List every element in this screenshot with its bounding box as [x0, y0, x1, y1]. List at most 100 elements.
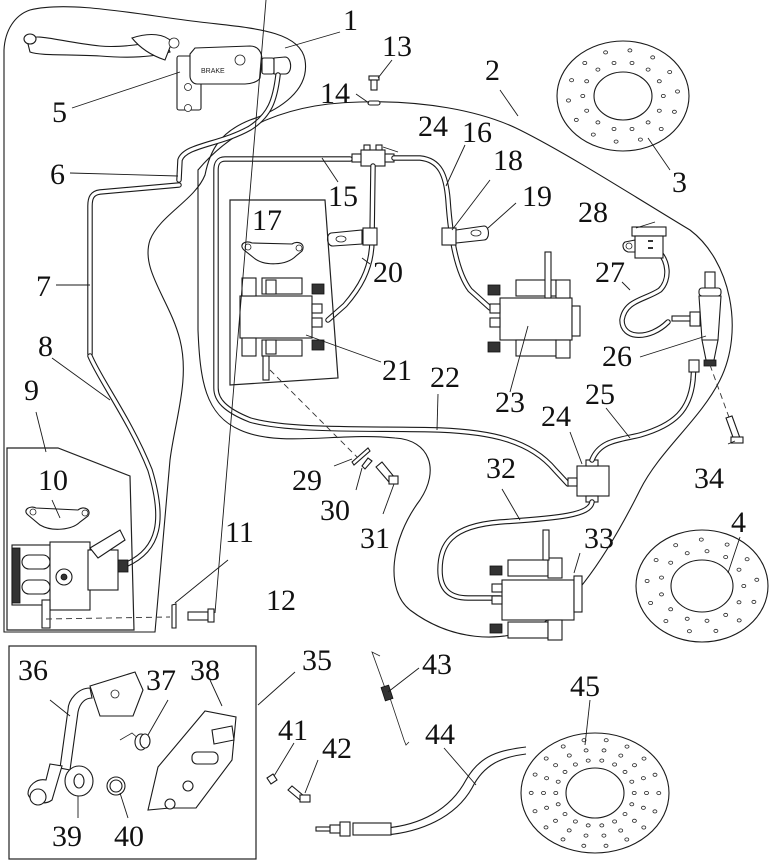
caliper-33 — [489, 529, 583, 641]
disc-perforation-hole — [648, 601, 653, 606]
disc-perforation-hole — [560, 744, 566, 749]
bracket-19 — [455, 225, 490, 244]
callout-25: 25 — [585, 378, 615, 411]
disc-perforation-hole — [723, 555, 729, 560]
junction-24-lower — [567, 459, 610, 503]
disc-perforation-hole — [644, 579, 650, 584]
disc-perforation-hole — [543, 756, 549, 761]
callout-10: 10 — [38, 464, 68, 497]
disc-perforation-hole — [653, 558, 659, 563]
brake-pad-17 — [241, 241, 304, 265]
disc-perforation-hole — [580, 94, 586, 99]
pedal-bracket-38 — [147, 710, 237, 811]
disc-perforation-hole — [629, 779, 635, 784]
disc-perforation-hole — [652, 809, 658, 814]
disc-perforation-hole — [595, 67, 601, 72]
disc-perforation-hole — [641, 805, 646, 810]
pedal-assembly-frame — [8, 645, 257, 860]
bolt-42 — [287, 785, 311, 803]
callout-4: 4 — [731, 506, 746, 539]
bracket-left — [326, 227, 378, 247]
callout-labels: 1 2 3 4 5 6 7 8 9 10 11 12 13 14 15 16 1… — [18, 4, 746, 853]
disc-perforation-hole — [641, 756, 647, 761]
callout-21: 21 — [382, 354, 412, 387]
disc-perforation-hole — [566, 98, 571, 103]
callout-14: 14 — [320, 77, 350, 110]
disc-perforation-hole — [658, 127, 664, 132]
callout-36: 36 — [18, 654, 48, 687]
disc-perforation-hole — [603, 843, 609, 848]
callout-32: 32 — [486, 452, 516, 485]
disc-perforation-hole — [573, 819, 578, 824]
disc-perforation-hole — [543, 825, 549, 830]
disc-perforation-hole — [656, 79, 662, 84]
disc-perforation-hole — [644, 791, 649, 796]
callout-34: 34 — [694, 462, 724, 495]
callout-23: 23 — [495, 386, 525, 419]
return-spring-43 — [371, 651, 410, 746]
disc-perforation-hole — [569, 78, 574, 83]
caliper-23 — [487, 251, 581, 359]
bolt-34 — [725, 415, 744, 444]
callout-15: 15 — [328, 180, 358, 213]
disc-perforation-hole — [631, 791, 637, 796]
disc-perforation-hole — [627, 48, 633, 53]
rear-caliper-frame — [229, 199, 339, 386]
disc-perforation-hole — [553, 791, 559, 796]
brake-disc-4 — [635, 529, 769, 643]
disc-perforation-hole — [629, 127, 635, 132]
front-master-cylinder: BRAKE — [23, 33, 292, 112]
brake-pad-10 — [25, 506, 90, 530]
disc-perforation-hole — [583, 748, 589, 753]
disc-perforation-hole — [584, 108, 590, 113]
disc-perforation-hole — [645, 120, 651, 125]
washer-11 — [171, 603, 177, 629]
disc-perforation-hole — [562, 812, 568, 817]
callout-16: 16 — [462, 116, 492, 149]
disc-perforation-hole — [544, 776, 549, 781]
rear-assembly-boundary — [197, 101, 733, 638]
disc-perforation-hole — [698, 537, 704, 542]
bolt-13 — [368, 75, 380, 91]
disc-perforation-hole — [638, 137, 643, 142]
disc-perforation-hole — [601, 833, 607, 838]
disc-perforation-hole — [583, 833, 589, 838]
disc-perforation-hole — [659, 575, 664, 580]
spring-37 — [119, 732, 151, 751]
front-caliper — [11, 529, 129, 629]
callout-11: 11 — [225, 516, 254, 549]
disc-perforation-hole — [618, 828, 624, 833]
callout-26: 26 — [602, 340, 632, 373]
disc-perforation-hole — [724, 542, 730, 547]
disc-perforation-hole — [668, 560, 674, 565]
disc-perforation-hole — [656, 108, 662, 113]
callout-13: 13 — [382, 30, 412, 63]
disc-perforation-hole — [704, 618, 710, 623]
callout-6: 6 — [50, 158, 65, 191]
disc-perforation-hole — [584, 79, 590, 84]
disc-perforation-hole — [603, 738, 609, 743]
parking-brake-cable-44 — [315, 746, 527, 837]
callout-12: 12 — [266, 584, 296, 617]
disc-perforation-hole — [555, 802, 561, 807]
callout-41: 41 — [278, 714, 308, 747]
disc-perforation-hole — [754, 577, 760, 582]
disc-perforation-hole — [629, 61, 635, 66]
disc-perforation-hole — [650, 55, 656, 60]
callout-17: 17 — [252, 204, 282, 237]
disc-perforation-hole — [641, 776, 646, 781]
bolt-31 — [375, 461, 399, 485]
disc-perforation-hole — [663, 619, 669, 624]
callout-5: 5 — [52, 96, 67, 129]
callout-20: 20 — [373, 256, 403, 289]
callout-40: 40 — [114, 820, 144, 853]
disc-perforation-hole — [713, 628, 719, 633]
disc-perforation-hole — [751, 599, 757, 604]
disc-perforation-hole — [612, 819, 617, 824]
disc-perforation-hole — [599, 758, 605, 763]
callout-31: 31 — [360, 522, 390, 555]
callout-18: 18 — [493, 144, 523, 177]
disc-perforation-hole — [601, 748, 607, 753]
callout-22: 22 — [430, 361, 460, 394]
circlip-40 — [106, 776, 126, 796]
